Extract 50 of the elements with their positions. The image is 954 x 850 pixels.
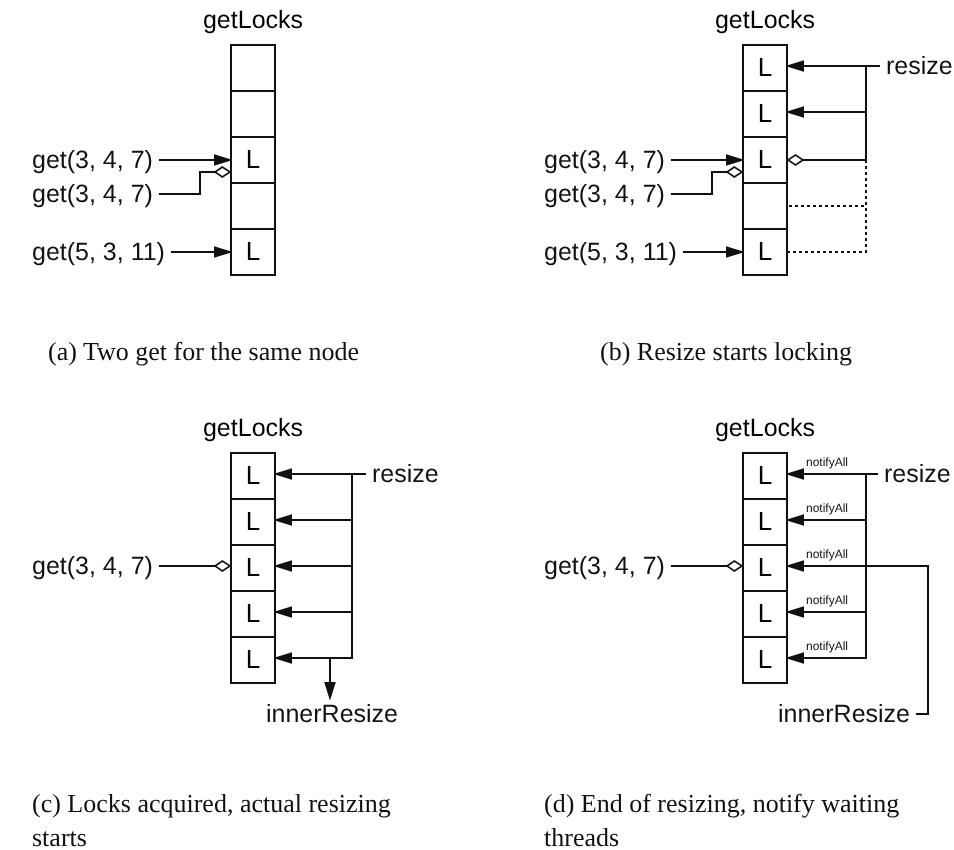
lock-cell: L xyxy=(742,590,788,638)
call-label: get(3, 4, 7) xyxy=(32,144,153,176)
array-title: getLocks xyxy=(712,412,818,444)
call-label: get(3, 4, 7) xyxy=(544,550,665,582)
waiting-connector xyxy=(669,560,743,572)
waiting-connector xyxy=(157,560,231,572)
lock-cell: L xyxy=(742,44,788,92)
connector-line xyxy=(787,65,881,253)
arrow xyxy=(787,473,879,664)
waiting-connector xyxy=(669,166,743,195)
call-label: resize xyxy=(884,458,951,490)
arrow xyxy=(169,246,231,258)
arrow xyxy=(787,560,929,715)
lock-cell: L xyxy=(742,90,788,138)
caption: (c) Locks acquired, actual resizing starts xyxy=(32,786,393,850)
array-title: getLocks xyxy=(712,4,818,36)
call-label: get(3, 4, 7) xyxy=(544,178,665,210)
array-title: getLocks xyxy=(200,412,306,444)
call-label: get(3, 4, 7) xyxy=(32,550,153,582)
caption: (a) Two get for the same node xyxy=(48,334,362,368)
lock-cell: L xyxy=(742,452,788,500)
arrow xyxy=(681,246,743,258)
caption: (d) End of resizing, notify waiting threads xyxy=(544,786,902,850)
lock-cell: L xyxy=(230,136,276,184)
arrow xyxy=(669,154,743,166)
lock-cell: L xyxy=(742,136,788,184)
array-title: getLocks xyxy=(200,4,306,36)
call-label: get(5, 3, 11) xyxy=(32,236,165,268)
call-label: innerResize xyxy=(266,698,399,730)
lock-cell: L xyxy=(230,590,276,638)
arrow xyxy=(324,473,367,699)
lock-cell: L xyxy=(230,498,276,546)
call-label: resize xyxy=(372,458,439,490)
call-label: get(3, 4, 7) xyxy=(32,178,153,210)
lock-cell: L xyxy=(742,544,788,592)
call-label: innerResize xyxy=(778,698,911,730)
call-label: get(3, 4, 7) xyxy=(544,144,665,176)
lock-cell: L xyxy=(742,498,788,546)
lock-cell: L xyxy=(742,636,788,684)
call-label: resize xyxy=(886,50,953,82)
lock-cell: L xyxy=(230,544,276,592)
lock-cell: L xyxy=(230,636,276,684)
caption: (b) Resize starts locking xyxy=(600,334,854,368)
lock-cell: L xyxy=(742,228,788,276)
arrow xyxy=(157,154,231,166)
waiting-connector xyxy=(787,65,881,166)
lock-cell: L xyxy=(230,452,276,500)
lock-cell: L xyxy=(230,228,276,276)
call-label: get(5, 3, 11) xyxy=(544,236,677,268)
waiting-connector xyxy=(157,166,231,195)
